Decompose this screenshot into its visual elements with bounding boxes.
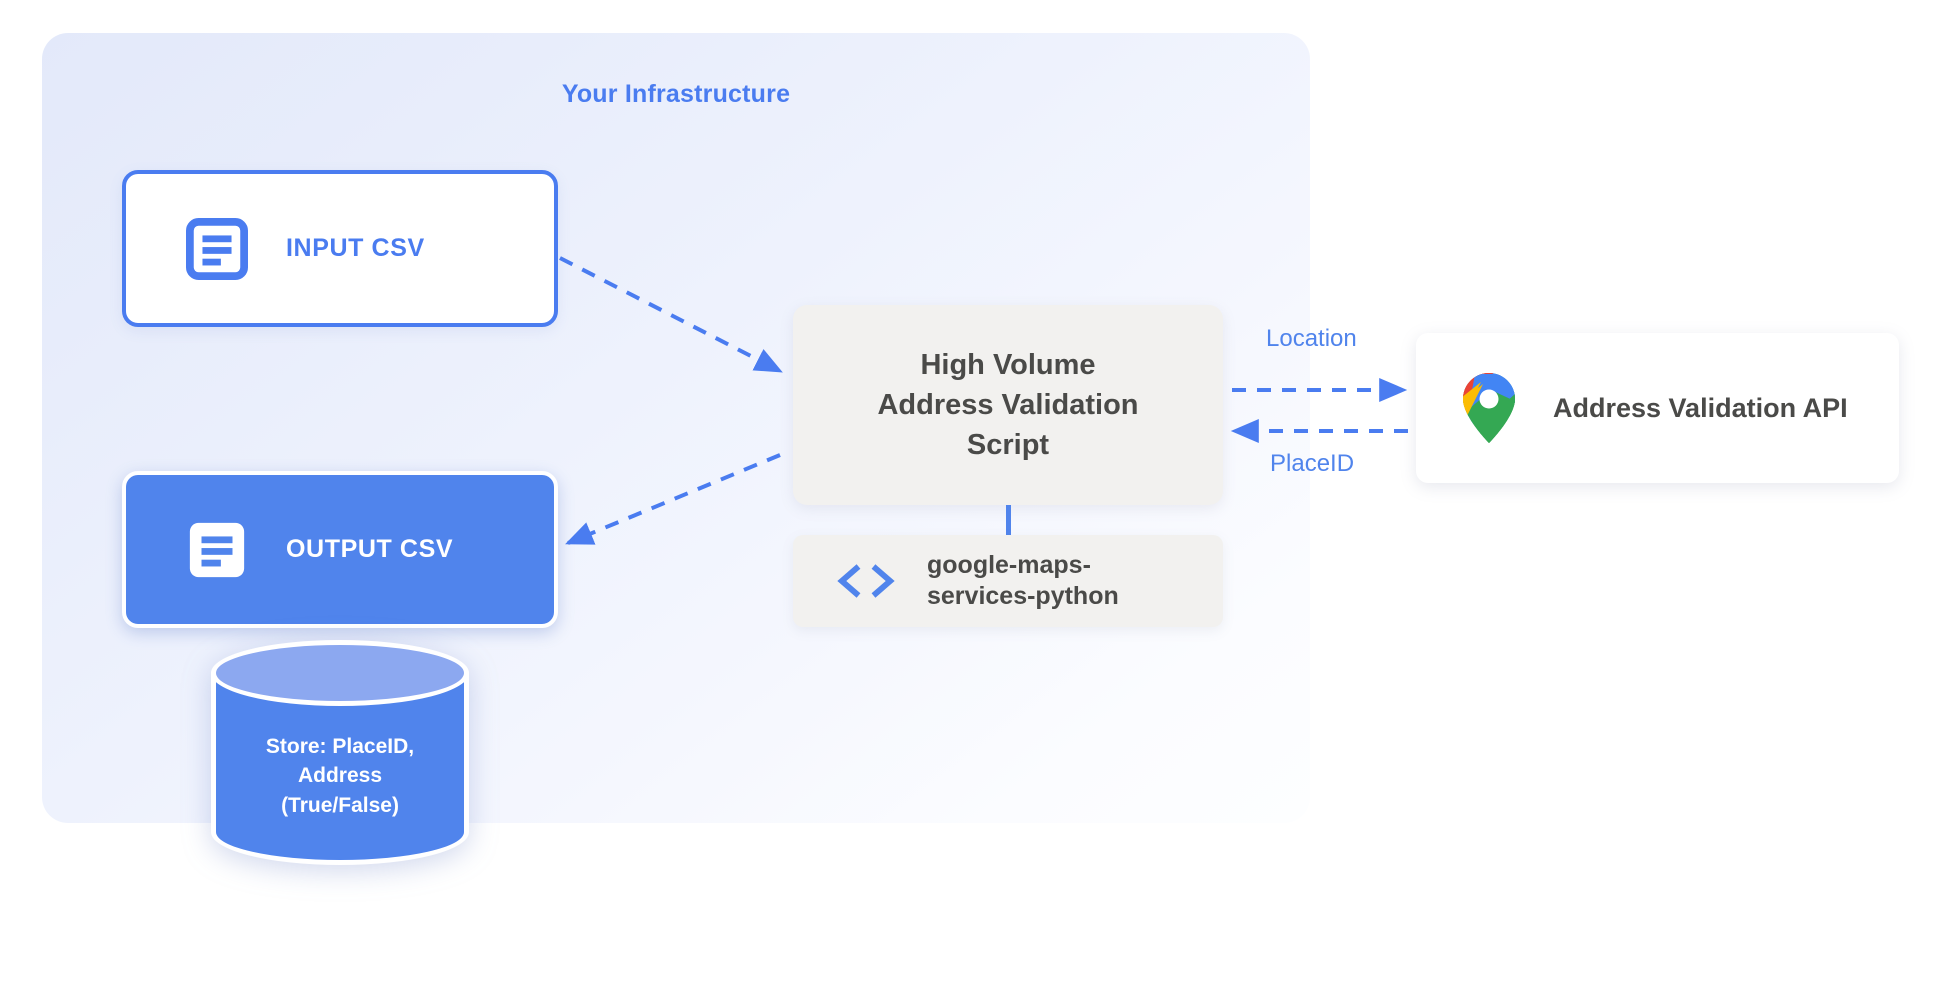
document-icon bbox=[186, 217, 248, 280]
db-line-3: (True/False) bbox=[281, 793, 399, 817]
script-line-3: Script bbox=[966, 429, 1050, 462]
google-maps-pin-icon bbox=[1463, 373, 1515, 443]
node-api-label: Address Validation API bbox=[1553, 392, 1848, 423]
script-line-2: Address Validation bbox=[877, 388, 1139, 421]
script-line-1: High Volume bbox=[920, 348, 1096, 381]
node-output-csv-label: OUTPUT CSV bbox=[286, 535, 454, 563]
cylinder-top bbox=[211, 640, 469, 706]
infrastructure-title: Your Infrastructure bbox=[561, 80, 791, 108]
edge-label-placeid: PlaceID bbox=[1270, 450, 1355, 477]
node-address-validation-api[interactable]: Address Validation API bbox=[1416, 333, 1899, 483]
db-line-2: Address bbox=[297, 764, 383, 788]
node-input-csv-label: INPUT CSV bbox=[286, 234, 425, 262]
code-brackets-icon bbox=[837, 564, 895, 598]
node-database[interactable]: Store: PlaceID, Address (True/False) bbox=[211, 640, 469, 865]
node-google-maps-library[interactable]: google-maps- services-python bbox=[793, 535, 1223, 627]
edge-label-location: Location bbox=[1266, 325, 1357, 352]
script-library-connector bbox=[1006, 505, 1011, 541]
node-database-label: Store: PlaceID, Address (True/False) bbox=[211, 732, 469, 820]
db-line-1: Store: PlaceID, bbox=[265, 735, 415, 758]
node-input-csv[interactable]: INPUT CSV bbox=[122, 170, 558, 327]
node-output-csv[interactable]: OUTPUT CSV bbox=[122, 471, 558, 628]
node-library-label: google-maps- services-python bbox=[927, 550, 1119, 612]
node-validation-script[interactable]: High Volume Address Validation Script bbox=[793, 305, 1223, 505]
document-icon bbox=[189, 522, 245, 577]
library-line-1: google-maps- bbox=[927, 551, 1091, 579]
library-line-2: services-python bbox=[927, 582, 1119, 610]
